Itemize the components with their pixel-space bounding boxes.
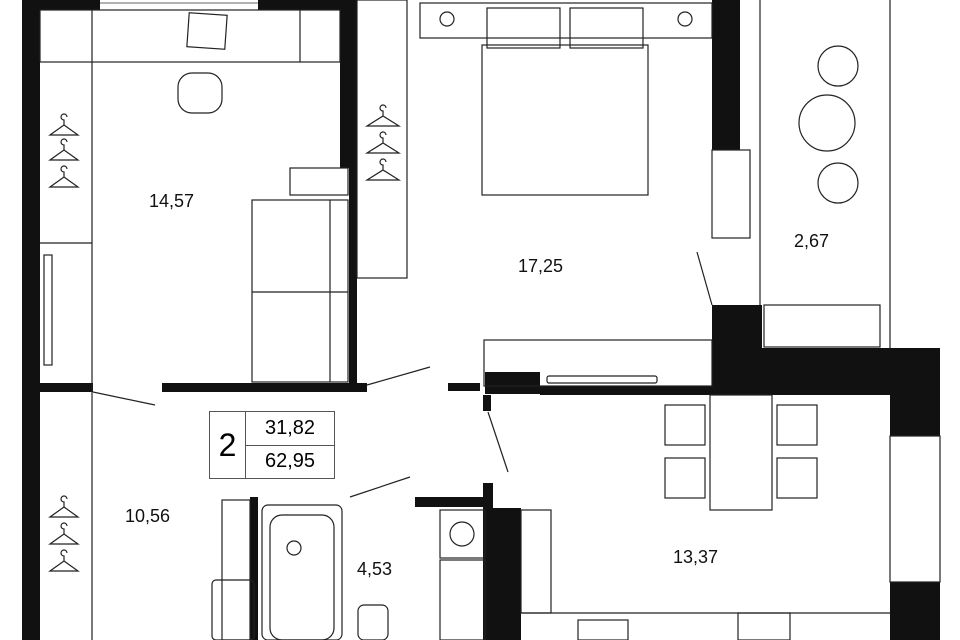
table-icon — [798, 94, 856, 152]
toilet — [357, 604, 389, 640]
hanger-icon — [48, 104, 402, 572]
room-area-balcony: 2,67 — [794, 231, 830, 251]
room-area-kitchen: 13,37 — [673, 547, 719, 567]
sink — [577, 619, 629, 640]
mirror — [43, 254, 53, 366]
office-chair-icon — [177, 72, 223, 114]
room-area-hall: 10,56 — [125, 506, 171, 526]
laptop-icon — [186, 12, 228, 50]
room-count: 2 — [210, 412, 246, 478]
tv — [546, 375, 658, 384]
bathtub — [261, 504, 343, 640]
stove — [737, 612, 791, 640]
room-area-bedroom: 17,25 — [518, 256, 564, 276]
washing-machine — [439, 509, 486, 559]
fixtures — [39, 0, 941, 640]
window — [889, 435, 941, 583]
chair-icon — [817, 162, 859, 204]
room-area-study: 14,57 — [149, 191, 195, 211]
room-area-bathroom: 4,53 — [357, 559, 393, 579]
living-area: 31,82 — [246, 412, 334, 446]
wash-basin — [439, 559, 486, 640]
chair-icon — [817, 45, 859, 87]
bed-single — [251, 199, 349, 383]
dining-table — [709, 394, 773, 511]
apartment-summary-box: 2 31,82 62,95 — [209, 411, 335, 479]
double-bed — [481, 44, 649, 196]
total-area: 62,95 — [264, 450, 316, 473]
walls — [22, 0, 940, 640]
